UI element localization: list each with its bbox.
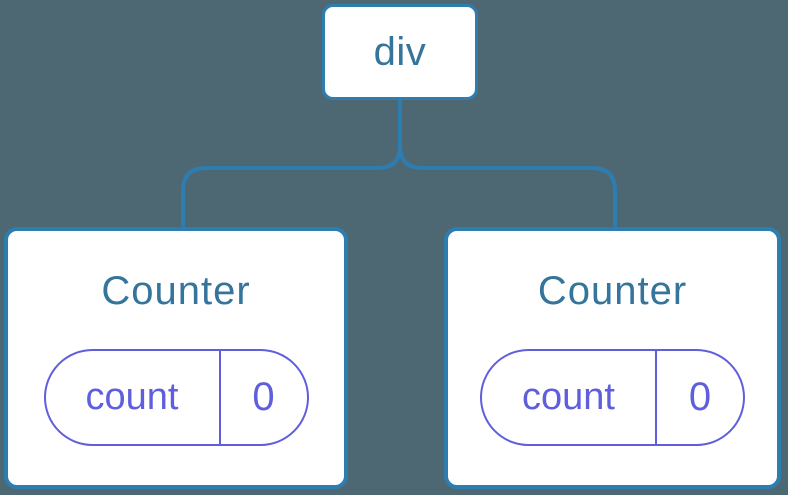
tree-node-counter-left: Counter count 0 xyxy=(4,227,348,489)
root-node-label: div xyxy=(373,29,427,74)
state-pill: count 0 xyxy=(43,349,309,446)
counter-label: Counter xyxy=(101,269,251,313)
state-pill: count 0 xyxy=(480,349,745,446)
state-value: 0 xyxy=(688,375,712,419)
tree-node-counter-right: Counter count 0 xyxy=(444,227,781,489)
state-value: 0 xyxy=(252,375,275,419)
connector-root-to-left-child xyxy=(181,99,402,228)
tree-node-root-div: div xyxy=(322,4,478,100)
counter-label: Counter xyxy=(537,269,688,313)
state-key-label: count xyxy=(46,351,221,444)
connector-root-to-right-child xyxy=(398,99,617,228)
state-key-label: count xyxy=(482,351,657,444)
